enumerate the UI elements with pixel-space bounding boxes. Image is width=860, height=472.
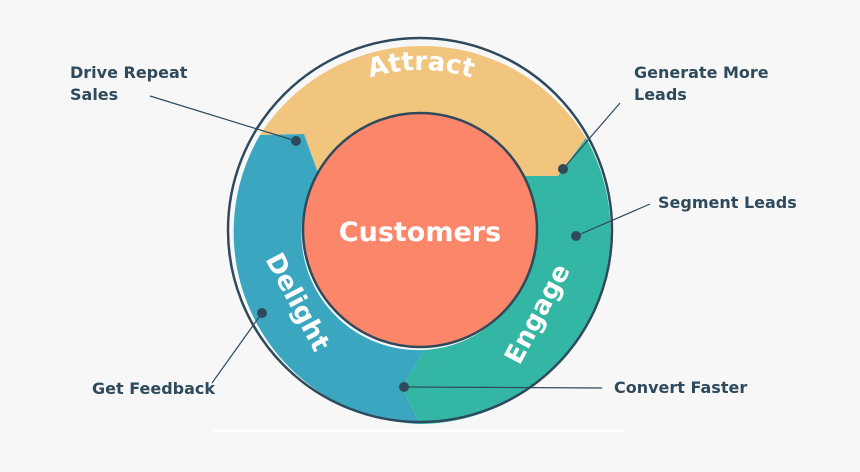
get-feedback-callout: Get Feedback xyxy=(92,308,267,398)
generate-more-callout: Generate More Leads xyxy=(558,63,769,174)
generate-more-dot xyxy=(558,164,568,174)
center-label: Customers xyxy=(339,217,501,248)
convert-faster-label: Convert Faster xyxy=(614,378,747,397)
segment-leads-label: Segment Leads xyxy=(658,193,797,212)
segment-leads-callout: Segment Leads xyxy=(571,193,797,241)
segment-leads-dot xyxy=(571,231,581,241)
drive-repeat-dot xyxy=(291,136,301,146)
drive-repeat-line2: Sales xyxy=(70,85,118,104)
get-feedback-dot xyxy=(257,308,267,318)
drive-repeat-callout: Drive Repeat Sales xyxy=(70,63,301,146)
convert-faster-dot xyxy=(399,382,409,392)
engage-segment xyxy=(402,138,611,424)
get-feedback-label: Get Feedback xyxy=(92,379,215,398)
delight-segment xyxy=(233,134,424,424)
generate-more-line1: Generate More xyxy=(634,63,769,82)
center-circle xyxy=(301,111,539,349)
generate-more-line2: Leads xyxy=(634,85,687,104)
convert-faster-callout: Convert Faster xyxy=(399,378,747,397)
drive-repeat-line1: Drive Repeat xyxy=(70,63,188,82)
outer-ring-outline xyxy=(226,36,614,424)
